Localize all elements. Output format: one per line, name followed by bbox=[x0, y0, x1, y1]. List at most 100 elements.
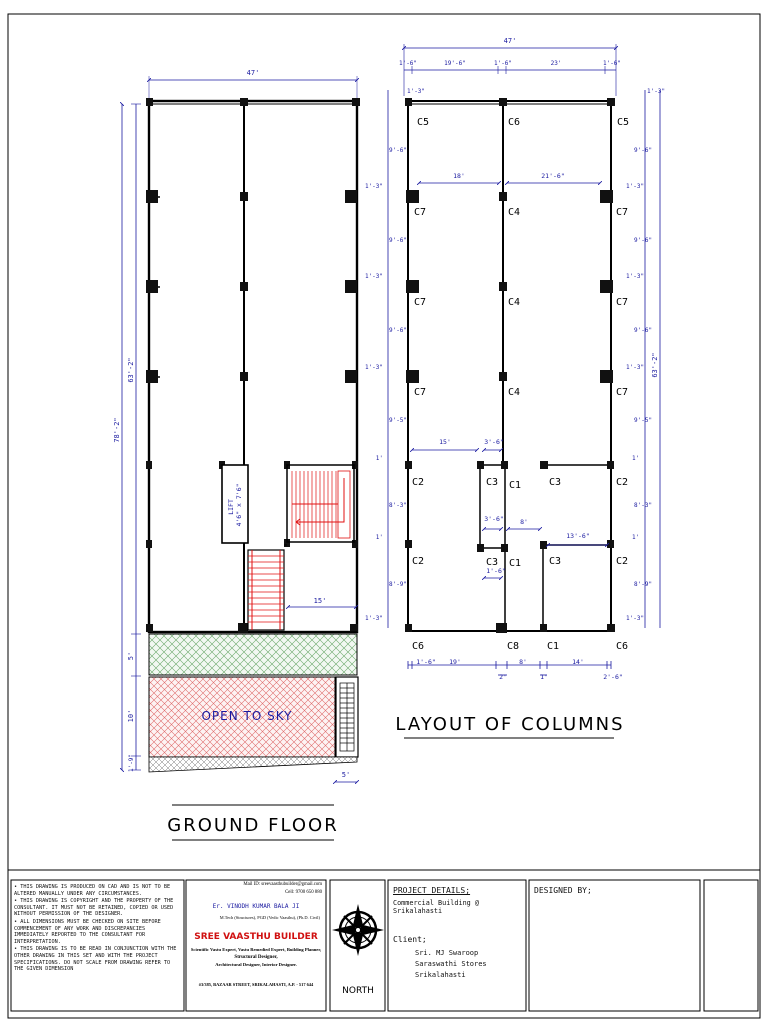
cl-left-dim-6: 1'-3" bbox=[365, 364, 383, 371]
cl-left-dim-5: 9'-6" bbox=[389, 327, 407, 334]
col-label: C7 bbox=[414, 297, 426, 308]
cl-right-dim-4: 1'-3" bbox=[626, 273, 644, 280]
north-label: NORTH bbox=[342, 986, 374, 996]
cl-bottom-dim-2: 2' bbox=[499, 673, 507, 681]
cl-left-dim-11: 8'-9" bbox=[389, 581, 407, 588]
col-label: C3 bbox=[549, 556, 561, 567]
col-label: C2 bbox=[616, 556, 628, 567]
cl-left-dim-3: 9'-6" bbox=[389, 237, 407, 244]
project-name: Commercial Building @ Srikalahasti bbox=[393, 899, 479, 915]
company-engineer: Er. VINODH KUMAR BALA JI bbox=[212, 903, 300, 910]
gf-segment-dimensions: 63'-2" 5' 10' 1'-9" bbox=[127, 103, 141, 772]
col-label: C1 bbox=[547, 641, 559, 652]
col-label: C7 bbox=[414, 387, 426, 398]
gf-columns bbox=[146, 98, 360, 633]
note-1: • THIS DRAWING IS PRODUCED ON CAD AND IS… bbox=[14, 884, 171, 897]
company-name: SREE VAASTHU BUILDER bbox=[194, 932, 318, 942]
cl-dim-21-6: 21'-6" bbox=[541, 172, 564, 180]
gf-lift-line1: LIFT bbox=[227, 499, 235, 515]
cl-right-dim-9: 8'-3" bbox=[634, 502, 652, 509]
cl-top-dims: 1'-6" 19'-6" 1'-6" 23' 1'-6" bbox=[399, 60, 621, 67]
gf-open-to-sky-label: OPEN TO SKY bbox=[201, 709, 292, 723]
company-services: Scientific Vastu Expert, Vastu Remedied … bbox=[190, 947, 322, 952]
company-qualification: M.Tech (Structures), PGD (Vedic Vaasthu)… bbox=[219, 915, 320, 920]
cl-dim-13-6: 13'-6" bbox=[566, 532, 589, 540]
gf-total-height-dimension: 78'-2" bbox=[113, 104, 122, 770]
col-label: C7 bbox=[616, 297, 628, 308]
sheet-border bbox=[7, 13, 761, 1019]
cl-bottom-dim-5: 14' bbox=[572, 658, 584, 666]
cl-title: LAYOUT OF COLUMNS bbox=[395, 714, 624, 735]
col-label: C5 bbox=[417, 117, 429, 128]
company-mail: Mail ID: sreevaasthubuilder@gmail.com bbox=[243, 882, 322, 887]
cl-left-dim-7: 9'-5" bbox=[389, 417, 407, 424]
company-services-2: Structural Designer, bbox=[234, 955, 278, 960]
cl-dim-3-6-a: 3'-6" bbox=[484, 438, 504, 446]
gf-15-dimension: 15' bbox=[288, 597, 356, 607]
gf-width-label: 47' bbox=[247, 69, 260, 77]
cl-right-dim-2: 1'-3" bbox=[626, 183, 644, 190]
col-label: C4 bbox=[508, 387, 520, 398]
cl-right-dim-8: 1' bbox=[632, 455, 639, 462]
gf-lift-label: LIFT 4'6" x 7'6" bbox=[227, 483, 243, 526]
cl-right-total-label: 63'-2" bbox=[651, 352, 659, 377]
cl-column-labels: C5 C6 C5 C7 C4 C7 C7 C4 C7 C7 C4 C7 C2 C… bbox=[412, 117, 629, 652]
cl-right-dim-11: 8'-9" bbox=[634, 581, 652, 588]
cl-dim-15: 15' bbox=[439, 438, 451, 446]
cl-dim-18: 18' bbox=[453, 172, 465, 180]
gf-outer-wall bbox=[147, 99, 359, 634]
col-label: C7 bbox=[616, 207, 628, 218]
drawing-notes: • THIS DRAWING IS PRODUCED ON CAD AND IS… bbox=[11, 880, 184, 1011]
cl-left-dim-1: 9'-6" bbox=[389, 147, 407, 154]
col-label: C3 bbox=[486, 557, 498, 568]
ground-floor-plan: 47' 78'-2" 63'-2" 5' 10' 1'-9" bbox=[113, 69, 360, 841]
cl-right-dim-1: 9'-6" bbox=[634, 147, 652, 154]
gf-open-label: 10' bbox=[127, 710, 135, 723]
cl-total-width-label: 47' bbox=[504, 37, 517, 45]
project-details: PROJECT DETAILS; Commercial Building @ S… bbox=[388, 880, 526, 1011]
col-label: C2 bbox=[616, 477, 628, 488]
designed-by-block: DESIGNED BY; bbox=[529, 880, 700, 1011]
col-label: C3 bbox=[486, 477, 498, 488]
gf-lift: LIFT 4'6" x 7'6" bbox=[221, 464, 249, 544]
col-label: C1 bbox=[509, 558, 521, 569]
gf-entry-stair bbox=[335, 676, 359, 758]
cl-left-dim-12: 1'-3" bbox=[365, 615, 383, 622]
cl-bottom-dim-1: 19' bbox=[449, 658, 461, 666]
col-label: C1 bbox=[509, 480, 521, 491]
cl-right-dim-6: 1'-3" bbox=[626, 364, 644, 371]
note-2: • THIS DRAWING IS COPYRIGHT AND THE PROP… bbox=[14, 898, 174, 918]
note-4: • THIS DRAWING IS TO BE READ IN CONJUNCT… bbox=[14, 946, 177, 973]
gf-staircase-upper bbox=[286, 464, 355, 543]
gf-total-height-label: 78'-2" bbox=[113, 417, 121, 442]
cl-right-dim-10: 1' bbox=[632, 534, 639, 541]
col-label: C6 bbox=[616, 641, 628, 652]
cl-right-dim-12: 1'-3" bbox=[626, 615, 644, 622]
cl-inner-dims bbox=[407, 183, 612, 676]
cl-right-dim-0: 1'-3" bbox=[647, 88, 665, 95]
cl-bottom-dim-0: 1'-6" bbox=[416, 658, 436, 666]
cl-left-dim-4: 1'-3" bbox=[365, 273, 383, 280]
client-name: Sri. MJ Swaroop bbox=[415, 949, 479, 957]
cl-left-dims: 1'-3" 9'-6" 1'-3" 9'-6" 1'-3" 9'-6" 1'-3… bbox=[365, 88, 425, 622]
gf-title: GROUND FLOOR bbox=[167, 815, 338, 836]
cl-right-dim-5: 9'-6" bbox=[634, 327, 652, 334]
designed-by-label: DESIGNED BY; bbox=[534, 886, 592, 895]
gf-bottom-right-label: 5' bbox=[342, 771, 350, 779]
col-label: C6 bbox=[412, 641, 424, 652]
cl-dim-3-6-b: 3'-6" bbox=[484, 515, 504, 523]
gf-bottom-right-dimension: 5' bbox=[335, 771, 357, 782]
cl-columns bbox=[405, 98, 615, 633]
col-label: C2 bbox=[412, 477, 424, 488]
col-label: C4 bbox=[508, 297, 520, 308]
title-block-boxes bbox=[10, 879, 759, 1012]
col-label: C5 bbox=[617, 117, 629, 128]
gf-building-height-label: 63'-2" bbox=[127, 357, 135, 382]
project-heading: PROJECT DETAILS; bbox=[393, 886, 471, 895]
cl-top-dim-3: 23' bbox=[551, 60, 562, 67]
cl-dim-8: 8' bbox=[520, 518, 528, 526]
cl-left-dim-9: 8'-3" bbox=[389, 502, 407, 509]
gf-lift-line2: 4'6" x 7'6" bbox=[235, 483, 243, 526]
col-label: C7 bbox=[414, 207, 426, 218]
cl-left-dim-0: 1'-3" bbox=[407, 88, 425, 95]
